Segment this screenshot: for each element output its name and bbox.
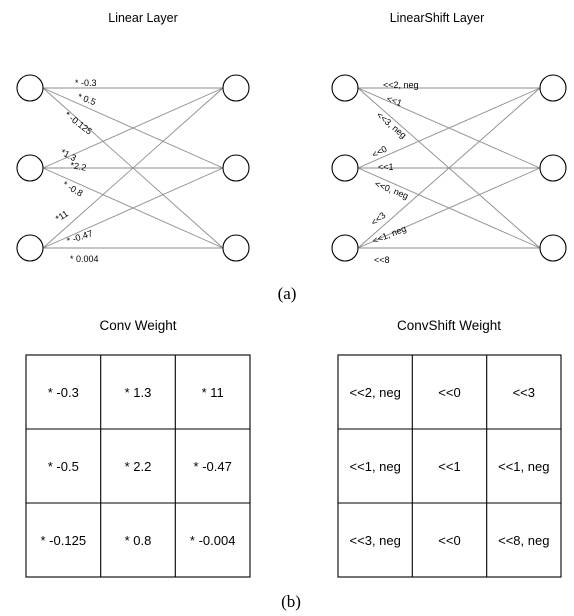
linear-weight-label: * 0.004 (70, 254, 99, 264)
convshift-cell: <<8, neg (498, 533, 549, 548)
shift-label: <<8 (374, 255, 390, 265)
linear-nodes (16, 74, 250, 262)
conv-cell: * -0.5 (48, 459, 79, 474)
linearshift-layer-title: LinearShift Layer (390, 11, 485, 25)
shift-label: <<1, neg (371, 223, 408, 246)
conv-cell: * 11 (202, 385, 224, 400)
conv-cell: * 2.2 (125, 459, 152, 474)
convshift-cell: <<3 (513, 385, 535, 400)
linearshift-input-node (331, 234, 359, 262)
conv-weight-grid (25, 354, 251, 578)
conv-cell: * -0.125 (41, 533, 87, 548)
linear-edge (42, 167, 224, 249)
conv-cell: * 1.3 (125, 385, 152, 400)
convshift-cell: <<0 (438, 385, 460, 400)
conv-cell: * 0.8 (125, 533, 152, 548)
linear-output-node (222, 154, 250, 182)
linear-weight-label: * -0.125 (63, 110, 94, 137)
linear-input-node (16, 234, 44, 262)
linear-edges (42, 87, 224, 249)
convshift-weight-cells: <<2, neg <<0 <<3 <<1, neg <<1 <<1, neg <… (350, 385, 550, 548)
convshift-cell: <<1 (438, 459, 460, 474)
convshift-weight-title: ConvShift Weight (397, 318, 501, 333)
linear-weight-label: * -0.47 (66, 228, 94, 246)
linearshift-layer-panel: LinearShift Layer <<2, neg <<1 <<3, neg … (331, 11, 567, 265)
convshift-cell: <<1, neg (498, 459, 549, 474)
convshift-cell: <<2, neg (350, 385, 401, 400)
linear-input-node (16, 74, 44, 102)
convshift-cell: <<0 (438, 533, 460, 548)
linear-weight-label: * -0.3 (75, 78, 97, 88)
linear-output-node (222, 234, 250, 262)
caption-a: (a) (278, 284, 297, 303)
linearshift-nodes (331, 74, 567, 262)
shift-label: <<0 (370, 144, 388, 160)
linearshift-output-node (539, 234, 567, 262)
conv-weight-panel: Conv Weight * -0.3 * 1.3 * 11 * -0.5 * 2… (25, 318, 251, 578)
linear-weight-label: *11 (54, 208, 70, 223)
linearshift-input-node (331, 154, 359, 182)
conv-cell: * -0.3 (48, 385, 79, 400)
conv-weight-cells: * -0.3 * 1.3 * 11 * -0.5 * 2.2 * -0.47 *… (41, 385, 236, 548)
caption-b: (b) (281, 592, 301, 611)
linear-layer-panel: Linear Layer * -0.3 * 0.5 * -0.125 *1.3 … (16, 11, 250, 264)
linearshift-edge (357, 87, 541, 249)
shift-label: <<0, neg (373, 179, 410, 202)
conv-cell: * -0.004 (190, 533, 236, 548)
linearshift-input-node (331, 74, 359, 102)
linearshift-output-node (539, 154, 567, 182)
conv-weight-title: Conv Weight (99, 318, 176, 333)
linearshift-edges (357, 87, 541, 249)
linearshift-labels: <<2, neg <<1 <<3, neg <<0 <<1 <<0, neg <… (369, 80, 418, 265)
convshift-cell: <<1, neg (350, 459, 401, 474)
linearshift-output-node (539, 74, 567, 102)
linearshift-edge (357, 87, 541, 169)
linear-output-node (222, 74, 250, 102)
linear-weight-label: * -0.8 (61, 179, 85, 198)
linear-weight-label: *2.2 (70, 160, 88, 173)
linearshift-edge (357, 167, 541, 249)
convshift-weight-grid (337, 354, 562, 578)
shift-label: <<2, neg (383, 80, 419, 90)
linear-layer-title: Linear Layer (108, 11, 178, 25)
convshift-weight-panel: ConvShift Weight <<2, neg <<0 <<3 <<1, n… (337, 318, 562, 578)
shift-label: <<1 (378, 162, 394, 172)
linear-edge (42, 87, 224, 169)
linear-input-node (16, 154, 44, 182)
shift-label: <<3, neg (375, 110, 409, 141)
linear-weight-labels: * -0.3 * 0.5 * -0.125 *1.3 *2.2 * -0.8 *… (54, 78, 99, 264)
conv-cell: * -0.47 (194, 459, 232, 474)
linear-weight-label: * 0.5 (76, 91, 97, 107)
shift-label: <<1 (385, 93, 403, 108)
convshift-cell: <<3, neg (350, 533, 401, 548)
linear-edge (42, 87, 224, 249)
